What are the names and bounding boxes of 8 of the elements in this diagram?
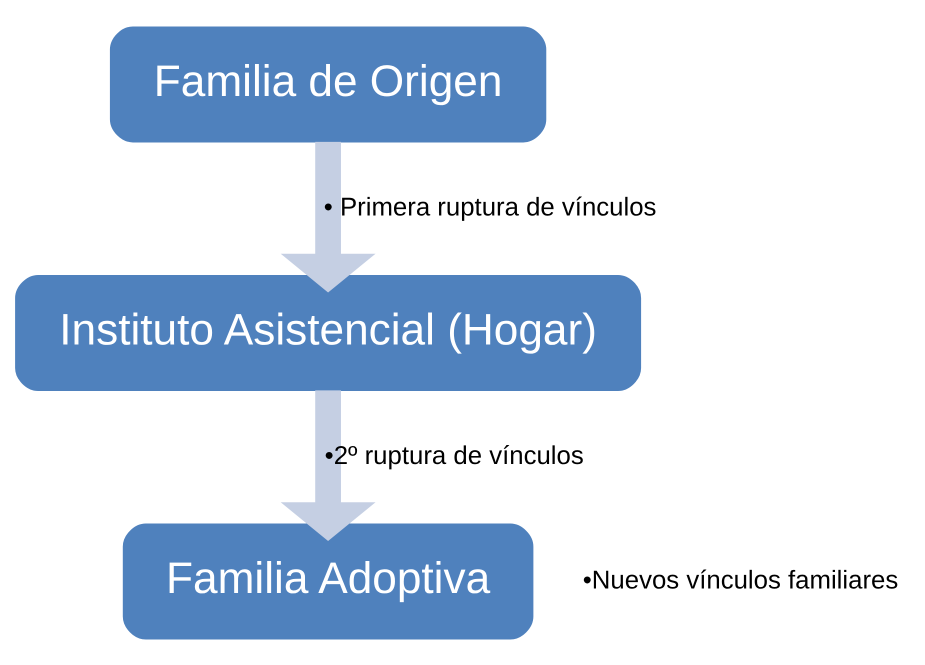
- node-box: Familia Adoptiva: [122, 523, 534, 640]
- arrow: [280, 390, 376, 540]
- edge-label: •2º ruptura de vínculos: [324, 442, 584, 470]
- node-box: Familia de Origen: [110, 26, 546, 142]
- edge-label: • Primera ruptura de vínculos: [324, 193, 656, 222]
- node-box: Instituto Asistencial (Hogar): [15, 274, 642, 390]
- node-label: •Nuevos vínculos familiares: [582, 566, 898, 594]
- arrow: [280, 141, 376, 292]
